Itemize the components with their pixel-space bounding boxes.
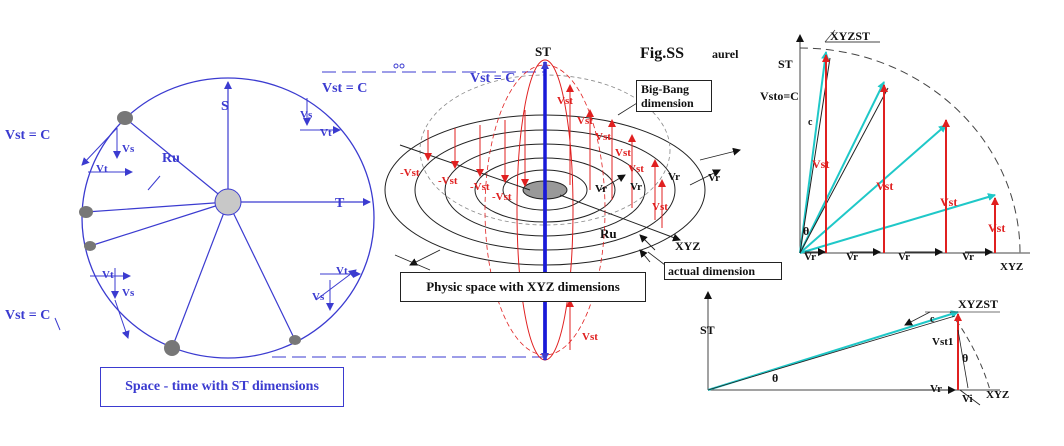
center-physic-space-diagram: ST Vst = C Vst Vst Vst Vst Vst Vst Vst -… (384, 44, 741, 361)
svg-text:-Vst: -Vst (470, 181, 490, 193)
svg-text:c: c (808, 117, 813, 128)
svg-text:Vst: Vst (628, 163, 644, 175)
svg-text:Vst: Vst (595, 131, 611, 143)
svg-text:Vr: Vr (668, 171, 680, 183)
svg-text:Vs: Vs (312, 291, 325, 303)
svg-text:-Vst: -Vst (400, 167, 420, 179)
fig-author: aurel (712, 47, 739, 61)
bigbang-dimension-box: Big-Bang dimension (636, 80, 712, 112)
right-bottom-vector-diagram: ST XYZST c Vst1 θ θ Vr Vi XYZ (700, 291, 1009, 406)
svg-text:Vt: Vt (336, 265, 348, 277)
right-top-vector-diagram: Fig.SS aurel XYZST ST Vsto=C c Vst Vst V… (640, 29, 1030, 273)
svg-text:Vst: Vst (652, 201, 668, 213)
svg-text:Vs: Vs (300, 109, 313, 121)
svg-text:Vt: Vt (96, 163, 108, 175)
vsto-label: Vsto=C (760, 89, 799, 103)
svg-text:XYZ: XYZ (1000, 261, 1023, 273)
svg-text:Vst: Vst (876, 179, 893, 193)
st-label-right-top: ST (778, 57, 793, 71)
fig-title: Fig.SS (640, 45, 684, 62)
svg-text:Vst: Vst (988, 221, 1005, 235)
svg-text:Vst: Vst (582, 331, 598, 343)
svg-text:Vst: Vst (557, 95, 573, 107)
svg-text:Vr: Vr (846, 251, 858, 263)
xyz-label-center: XYZ (675, 239, 700, 253)
point-4 (164, 340, 180, 356)
svg-text:Vs: Vs (122, 287, 135, 299)
svg-text:Vst: Vst (577, 115, 593, 127)
t-label: T (335, 196, 345, 211)
physic-space-box: Physic space with XYZ dimensions (400, 272, 646, 302)
svg-text:Vr: Vr (898, 251, 910, 263)
actual-dimension-box: actual dimension (664, 262, 782, 280)
radius-3 (89, 201, 229, 247)
xyzst-label-top: XYZST (830, 29, 870, 43)
svg-text:Vr: Vr (630, 181, 642, 193)
svg-text:Vt: Vt (102, 269, 114, 281)
point-2 (79, 206, 93, 218)
s-label: S (221, 99, 229, 114)
st-label-center: ST (535, 44, 551, 59)
svg-text:-Vst: -Vst (438, 175, 458, 187)
svg-text:c: c (930, 314, 935, 325)
radius-1 (124, 117, 229, 203)
svg-text:Vi: Vi (962, 393, 973, 405)
svg-text:Vr: Vr (595, 183, 607, 195)
radius-2 (85, 201, 229, 213)
svg-text:Vst: Vst (615, 147, 631, 159)
vst-c-right: Vst = C (322, 81, 367, 96)
vst-c-left-top: Vst = C (5, 128, 50, 143)
left-spacetime-diagram: S T Ru Vst = C Vst = C Vst = C Vs Vt Vt … (5, 63, 545, 359)
svg-text:θ: θ (803, 224, 809, 238)
spacetime-caption-box: Space - time with ST dimensions (100, 367, 344, 407)
st-label-right-bottom: ST (700, 323, 715, 337)
center-point (214, 188, 242, 216)
svg-text:Vt: Vt (320, 127, 332, 139)
point-5 (289, 335, 301, 345)
svg-text:Vr: Vr (962, 251, 974, 263)
radius-4 (171, 201, 229, 349)
svg-text:Vr: Vr (708, 172, 720, 184)
point-1 (117, 111, 133, 125)
svg-text:Vst1: Vst1 (932, 336, 953, 348)
svg-text:-Vst: -Vst (492, 191, 512, 203)
svg-text:Vs: Vs (122, 143, 135, 155)
svg-text:XYZ: XYZ (986, 389, 1009, 401)
radius-5 (227, 201, 296, 341)
ru-label-left: Ru (162, 151, 180, 166)
svg-text:Vst: Vst (812, 157, 829, 171)
ru-label-center: Ru (600, 226, 617, 241)
svg-text:θ: θ (772, 371, 778, 385)
point-3 (84, 241, 96, 251)
vst-c-center: Vst = C (470, 71, 515, 86)
svg-text:Vst: Vst (940, 195, 957, 209)
vst-c-left-bottom: Vst = C (5, 308, 50, 323)
svg-text:Vr: Vr (930, 383, 942, 395)
xyzst-label-bottom: XYZST (958, 297, 998, 311)
spacetime-circle (81, 77, 375, 359)
svg-text:Vr: Vr (804, 251, 816, 263)
svg-text:θ: θ (962, 351, 968, 365)
